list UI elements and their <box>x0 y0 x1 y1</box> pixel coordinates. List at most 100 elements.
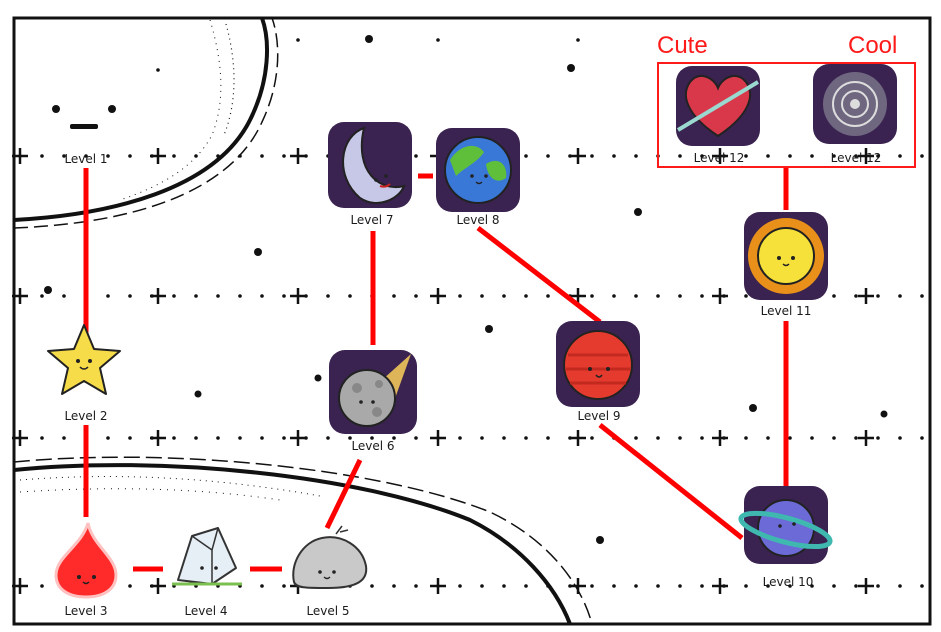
grid-dot <box>525 437 528 440</box>
earth-icon <box>436 128 520 212</box>
grid-dot <box>173 155 176 158</box>
grid-dot <box>157 69 160 72</box>
grid-dot <box>283 295 286 298</box>
grid-dot <box>679 585 682 588</box>
level-4-label[interactable]: Level 4 <box>184 604 227 618</box>
grid-plus <box>570 148 586 164</box>
grid-plus <box>150 288 166 304</box>
grid-dot <box>855 295 858 298</box>
grid-dot <box>921 437 924 440</box>
grid-dot <box>437 39 440 42</box>
grid-dot <box>547 585 550 588</box>
level-7-node[interactable] <box>328 122 412 208</box>
level-5-label[interactable]: Level 5 <box>306 604 349 618</box>
level-12-cute-node[interactable] <box>676 66 760 146</box>
grid-plus <box>290 430 306 446</box>
level-6-node[interactable] <box>329 350 417 434</box>
sun-icon <box>744 212 828 300</box>
grid-dot <box>217 295 220 298</box>
grid-dot <box>745 295 748 298</box>
grid-dot <box>459 437 462 440</box>
grid-plus <box>858 288 874 304</box>
grid-dot <box>107 295 110 298</box>
grid-plus <box>712 288 728 304</box>
grid-dot <box>921 295 924 298</box>
crystal-icon <box>172 528 242 584</box>
grid-plus <box>570 578 586 594</box>
grid-dot <box>701 585 704 588</box>
level-1-label[interactable]: Level 1 <box>64 152 107 166</box>
grid-dot <box>503 585 506 588</box>
grid-dot <box>591 155 594 158</box>
grid-dot <box>679 155 682 158</box>
grid-dot <box>129 437 132 440</box>
level-9-label[interactable]: Level 9 <box>577 409 620 423</box>
grid-dot <box>899 295 902 298</box>
grid-dot <box>459 295 462 298</box>
grid-plus <box>858 430 874 446</box>
grid-dot <box>547 437 550 440</box>
level-10-label[interactable]: Level 10 <box>763 575 814 589</box>
bottom-left-planet-edge <box>14 457 592 624</box>
level-6-label[interactable]: Level 6 <box>351 439 394 453</box>
rock-icon <box>293 526 366 588</box>
level-4-node[interactable] <box>172 528 242 584</box>
level-12-cool-node[interactable] <box>813 64 897 144</box>
grid-dot <box>745 437 748 440</box>
level-2-label[interactable]: Level 2 <box>64 409 107 423</box>
level-2-node[interactable] <box>48 325 120 394</box>
grid-dot <box>679 437 682 440</box>
grid-dot <box>217 437 220 440</box>
grid-dot <box>577 39 580 42</box>
level-3-node[interactable] <box>56 523 116 597</box>
grid-dot <box>41 437 44 440</box>
level-7-label[interactable]: Level 7 <box>350 213 393 227</box>
grid-plus <box>150 578 166 594</box>
grid-dot <box>657 437 660 440</box>
level-10-node[interactable] <box>738 486 833 564</box>
grid-dot <box>525 155 528 158</box>
grid-dot <box>129 295 132 298</box>
heart-icon <box>676 66 760 146</box>
grid-dot <box>789 155 792 158</box>
grid-dot <box>679 295 682 298</box>
grid-dot <box>591 437 594 440</box>
face-icon <box>52 105 116 129</box>
grid-dot <box>297 39 300 42</box>
grid-dot <box>921 155 924 158</box>
level-1-node[interactable] <box>52 105 116 129</box>
grid-dot <box>745 585 748 588</box>
grid-dot <box>195 437 198 440</box>
ringed-planet-icon <box>738 486 833 564</box>
grid-dot <box>767 155 770 158</box>
grid-dot <box>833 295 836 298</box>
level-5-node[interactable] <box>293 526 366 588</box>
grid-dot <box>613 585 616 588</box>
grid-dot <box>899 585 902 588</box>
grid-dot <box>129 585 132 588</box>
grid-plus <box>712 430 728 446</box>
grid-dot <box>393 585 396 588</box>
grid-dot <box>635 585 638 588</box>
grid-dot <box>701 437 704 440</box>
grid-dot <box>701 295 704 298</box>
grid-dot <box>41 155 44 158</box>
grid-dot <box>283 437 286 440</box>
grid-dot <box>635 437 638 440</box>
level-12-cool-label[interactable]: Level 12 <box>831 151 882 165</box>
grid-dot <box>41 295 44 298</box>
grid-dot <box>767 437 770 440</box>
level-11-node[interactable] <box>744 212 828 300</box>
level-8-node[interactable] <box>436 128 520 212</box>
level-11-label[interactable]: Level 11 <box>761 304 812 318</box>
galaxy-icon <box>813 64 897 144</box>
level-3-label[interactable]: Level 3 <box>64 604 107 618</box>
grid-dot <box>393 295 396 298</box>
grid-plus <box>290 288 306 304</box>
grid-dot <box>217 155 220 158</box>
level-12-cute-label[interactable]: Level 12 <box>694 151 745 165</box>
level-9-node[interactable] <box>556 321 640 407</box>
level-8-label[interactable]: Level 8 <box>456 213 499 227</box>
grid-dot <box>239 437 242 440</box>
grid-dot <box>811 437 814 440</box>
